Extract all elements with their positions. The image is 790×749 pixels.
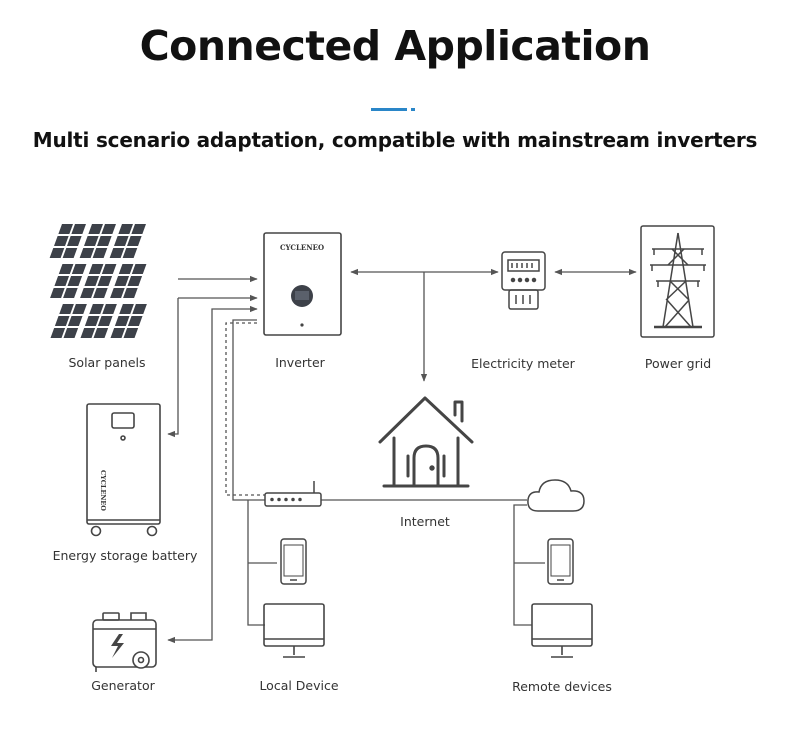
title-accent-dot bbox=[411, 108, 415, 111]
page-title: Connected Application bbox=[139, 22, 651, 70]
generator-label: Generator bbox=[91, 678, 155, 693]
smartphone-icon bbox=[280, 538, 307, 585]
internet-label: Internet bbox=[400, 514, 450, 529]
inverter-comms-dashed-line bbox=[225, 322, 265, 496]
router-icon bbox=[264, 481, 322, 507]
page-subtitle: Multi scenario adaptation, compatible wi… bbox=[32, 128, 758, 152]
inverter-label: Inverter bbox=[275, 355, 325, 370]
inverter-icon: CYCLENEO bbox=[263, 232, 342, 336]
meter-icon bbox=[501, 251, 546, 310]
inverter-to-router-line bbox=[232, 319, 265, 501]
title-accent-bar bbox=[371, 108, 407, 111]
cloud-icon bbox=[527, 479, 585, 512]
monitor-icon bbox=[263, 603, 325, 658]
inverter-logo: CYCLENEO bbox=[280, 243, 324, 252]
battery-cabinet-icon: CYCLENEO bbox=[86, 403, 161, 537]
remote-devices-label: Remote devices bbox=[512, 679, 612, 694]
battery-label: Energy storage battery bbox=[53, 548, 198, 563]
generator-icon bbox=[92, 612, 157, 672]
power-grid-label: Power grid bbox=[645, 356, 711, 371]
generator-to-inverter-line bbox=[167, 305, 258, 644]
local-device-branch-line bbox=[247, 500, 265, 626]
local-device-label: Local Device bbox=[259, 678, 338, 693]
solar-panel-icon bbox=[49, 224, 176, 338]
house-icon bbox=[378, 396, 474, 488]
monitor-icon bbox=[531, 603, 593, 658]
transmission-tower-icon bbox=[640, 225, 715, 338]
connection-lines bbox=[167, 268, 637, 644]
electricity-meter-label: Electricity meter bbox=[471, 356, 576, 371]
remote-device-branch-line bbox=[513, 504, 532, 626]
smartphone-icon bbox=[547, 538, 574, 585]
battery-to-inverter-line bbox=[167, 298, 179, 438]
solar-panels-label: Solar panels bbox=[68, 355, 145, 370]
battery-logo: CYCLENEO bbox=[99, 470, 107, 511]
